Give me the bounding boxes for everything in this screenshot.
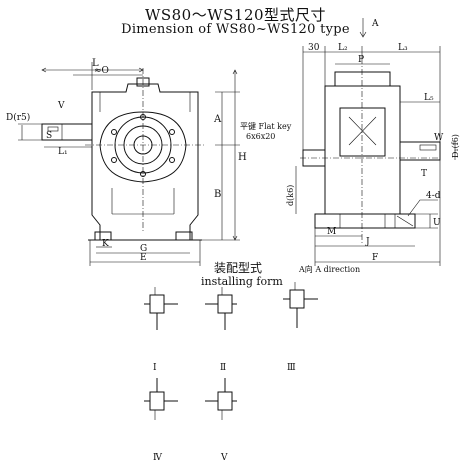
direction-arrow-label: A bbox=[371, 19, 379, 29]
dim-K: K bbox=[102, 239, 109, 249]
form-label-5: Ⅴ bbox=[220, 453, 228, 463]
install-form-3: Ⅲ bbox=[283, 282, 318, 373]
dim-G: G bbox=[140, 244, 147, 254]
install-form-1: Ⅰ bbox=[144, 287, 178, 373]
dim-F: F bbox=[372, 253, 378, 263]
install-title-en: installing form bbox=[201, 275, 283, 288]
front-view: L ≈O D(r5) V S L₁ H A B K G E bbox=[6, 58, 247, 266]
dim-L3: L₃ bbox=[398, 43, 408, 53]
dim-J: J bbox=[365, 237, 370, 247]
dim-L5: L₅ bbox=[424, 93, 434, 103]
dim-M: M bbox=[327, 227, 336, 237]
side-view: A bbox=[286, 18, 460, 266]
install-form-5: Ⅴ bbox=[205, 378, 237, 463]
dim-D1: D₁(f6) bbox=[451, 134, 460, 158]
dim-U: U bbox=[433, 218, 441, 228]
dim-O: ≈O bbox=[94, 66, 109, 76]
dim-P: P bbox=[358, 55, 364, 65]
dim-B: B bbox=[214, 189, 221, 200]
flat-key-label: 平键 Flat key bbox=[240, 121, 292, 131]
install-form-4: Ⅳ bbox=[144, 378, 178, 463]
title-chinese: WS80～WS120型式尺寸 bbox=[144, 6, 327, 24]
form-label-4: Ⅳ bbox=[153, 453, 163, 463]
dim-L: L bbox=[92, 58, 99, 69]
form-label-1: Ⅰ bbox=[153, 363, 157, 373]
flat-key-size: 6x6x20 bbox=[246, 132, 275, 141]
dim-A: A bbox=[213, 114, 222, 125]
dim-30: 30 bbox=[308, 43, 320, 53]
direction-label: A向 A direction bbox=[298, 264, 360, 274]
dim-H: H bbox=[238, 152, 247, 163]
dim-S: S bbox=[46, 131, 52, 141]
form-label-2: Ⅱ bbox=[220, 363, 226, 373]
dim-W: W bbox=[434, 133, 444, 143]
dim-4-d: 4-d bbox=[426, 191, 441, 201]
dim-E: E bbox=[140, 253, 147, 263]
form-label-3: Ⅲ bbox=[287, 363, 296, 373]
dim-D-r5: D(r5) bbox=[6, 112, 30, 123]
dim-d-k6: d(k6) bbox=[286, 185, 295, 206]
dim-T: T bbox=[421, 169, 427, 179]
dim-L2: L₂ bbox=[338, 43, 348, 53]
install-title-cn: 装配型式 bbox=[214, 261, 262, 275]
dim-L1: L₁ bbox=[58, 147, 68, 157]
dim-V: V bbox=[57, 101, 65, 111]
title-english: Dimension of WS80~WS120 type bbox=[121, 22, 350, 37]
install-form-2: Ⅱ bbox=[205, 287, 237, 373]
